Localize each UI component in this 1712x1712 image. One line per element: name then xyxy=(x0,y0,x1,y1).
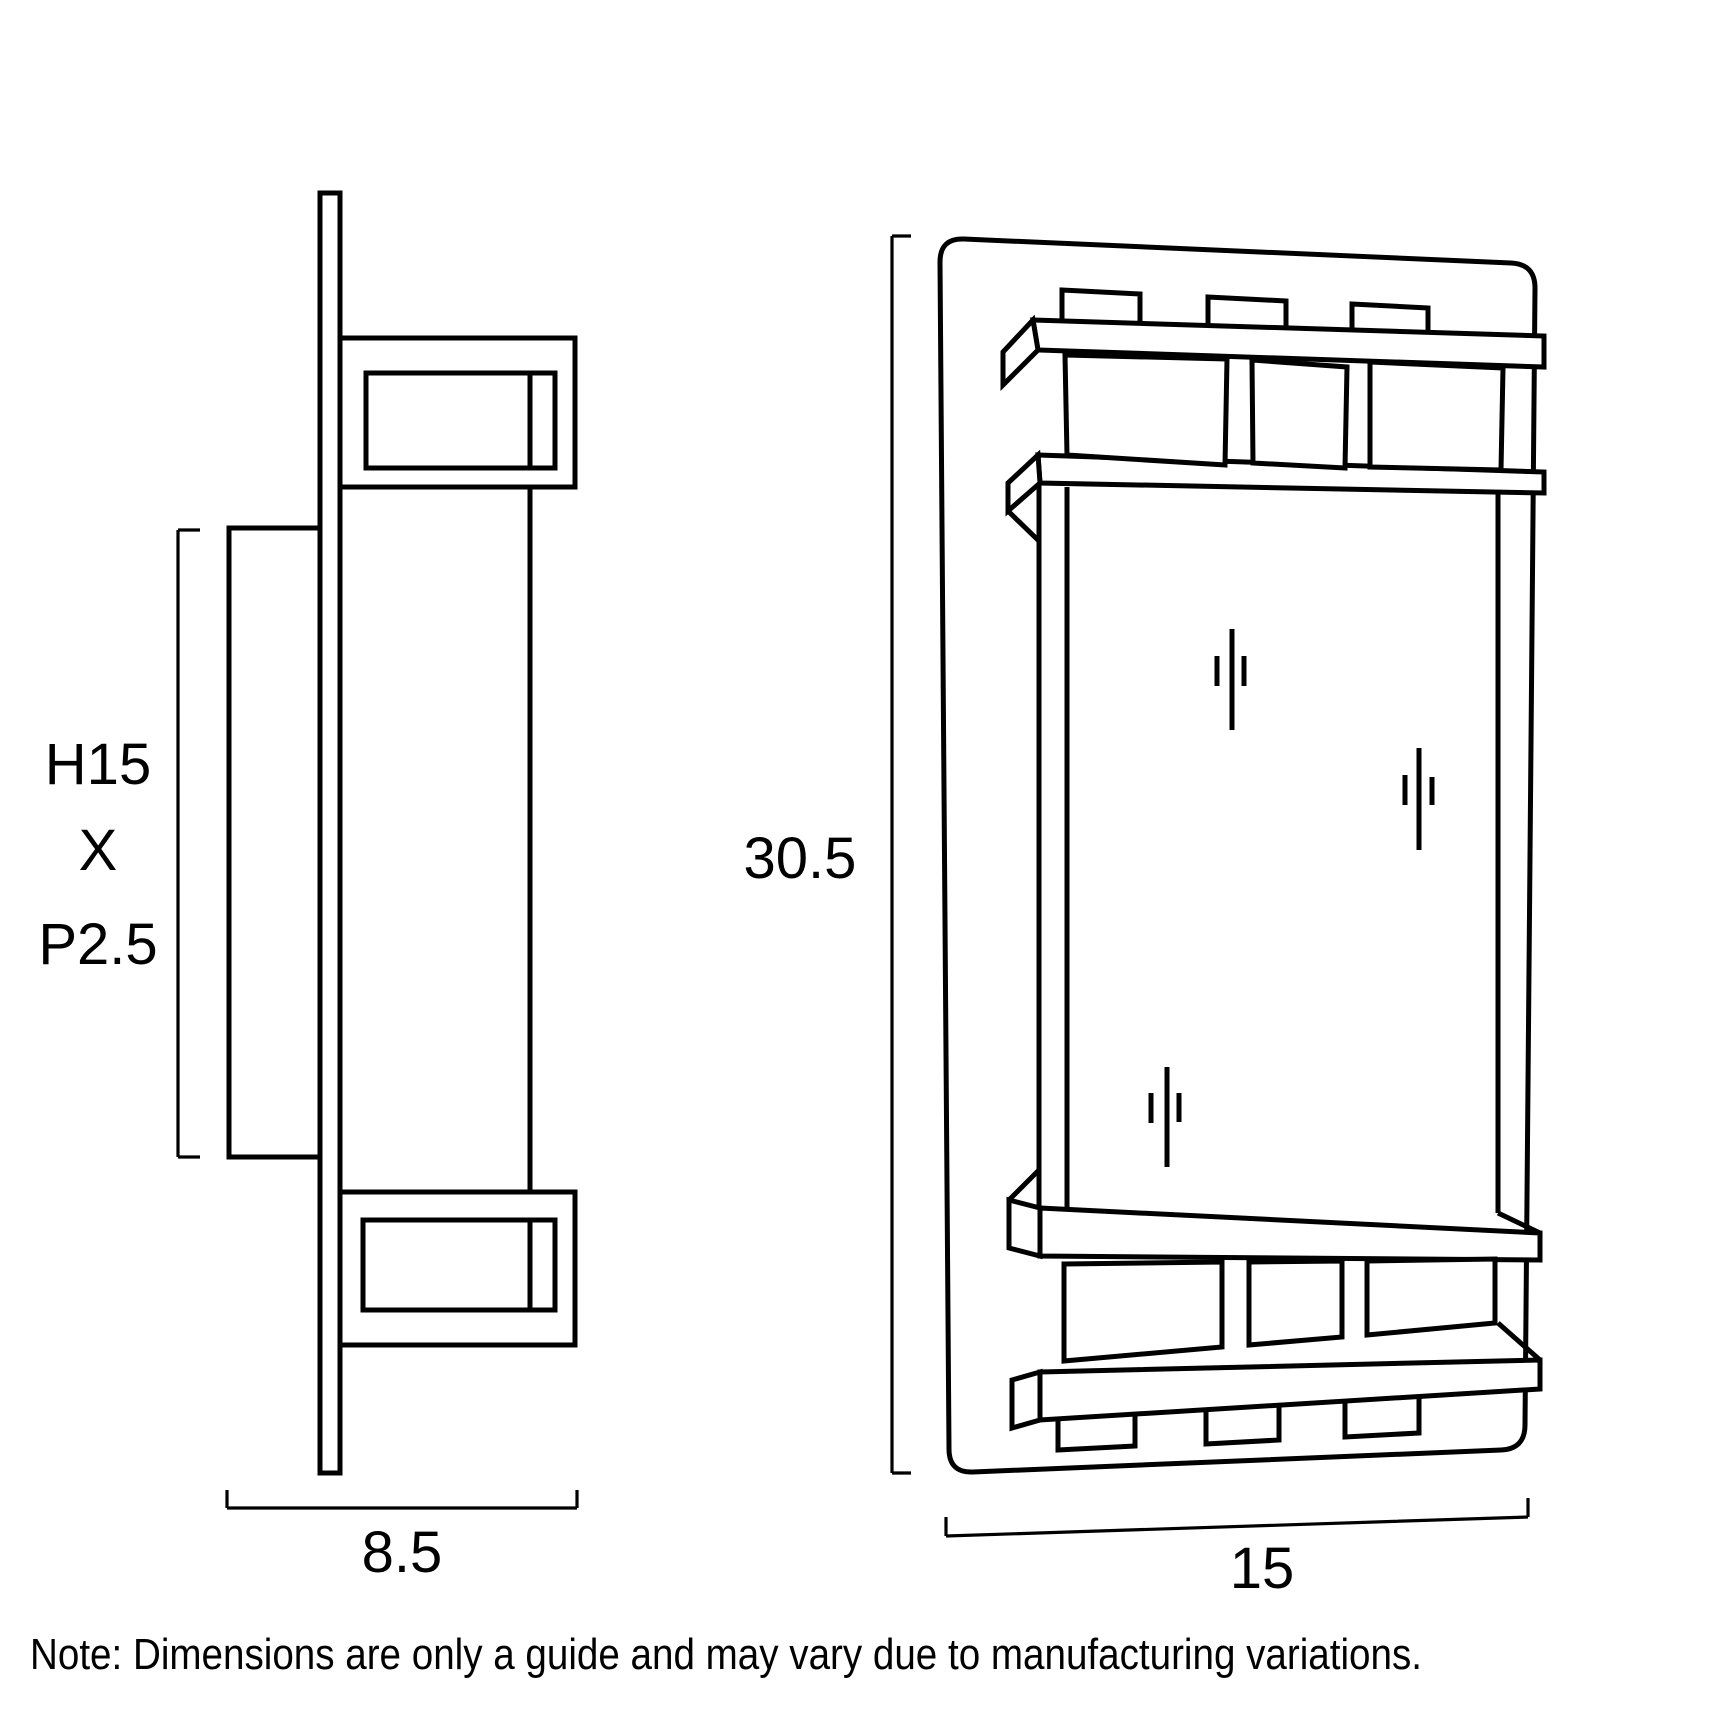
side-glass-panel xyxy=(226,525,323,1160)
side-wall-plate xyxy=(317,190,343,1476)
front-top-tab-1 xyxy=(1059,287,1143,325)
front-width-dimension-line xyxy=(944,1498,1530,1538)
front-bottom-opening-1 xyxy=(1061,1259,1225,1364)
front-bottom-tab-1 xyxy=(1055,1414,1138,1453)
front-backplate xyxy=(937,236,1538,1475)
front-top-opening-1 xyxy=(1062,352,1230,468)
dimensions-note: Note: Dimensions are only a guide and ma… xyxy=(30,1630,1422,1679)
side-top-bracket-outer xyxy=(337,335,578,490)
front-bottom-tab-2 xyxy=(1203,1406,1282,1447)
front-bottom-rail-right-depth-edge xyxy=(1496,1321,1542,1362)
side-glass-height-label: H15 xyxy=(45,732,151,797)
front-bottom-tab-3 xyxy=(1342,1397,1422,1440)
front-bottom-rail-left-cap xyxy=(1009,1368,1043,1432)
side-width-dimension-line xyxy=(225,1490,579,1510)
side-bottom-bracket-inner xyxy=(360,1217,558,1313)
front-bottom-left-depth-edge xyxy=(1007,1168,1041,1202)
side-top-bracket-inner xyxy=(363,370,558,471)
front-top-rail-left-cap xyxy=(1000,314,1041,392)
side-view: H15 X P2.5 8.5 xyxy=(38,190,579,1585)
side-glass-dimension-line xyxy=(176,528,200,1159)
front-top-opening-3 xyxy=(1367,359,1506,473)
front-bottom-opening-2 xyxy=(1246,1258,1345,1348)
front-top-opening-2 xyxy=(1249,357,1350,471)
glass-shine-mark-2 xyxy=(1402,748,1435,850)
side-glass-depth-label: P2.5 xyxy=(38,912,157,977)
front-bottom-opening-3 xyxy=(1364,1256,1498,1338)
side-glass-multiply-label: X xyxy=(79,818,118,883)
front-bottom-strip-right-depth-edge xyxy=(1496,1210,1542,1236)
front-top-tab-2 xyxy=(1205,294,1289,328)
front-width-label: 15 xyxy=(1230,1536,1295,1601)
front-height-label: 30.5 xyxy=(744,826,857,891)
front-bottom-strip-left-cap xyxy=(1006,1196,1043,1260)
front-height-dimension-line xyxy=(890,234,911,1475)
front-view: 30.5 15 xyxy=(744,234,1547,1601)
side-bottom-bracket-outer xyxy=(337,1189,578,1348)
front-top-left-depth-edge xyxy=(1006,509,1041,543)
front-top-tab-3 xyxy=(1349,301,1431,332)
side-width-label: 8.5 xyxy=(362,1520,443,1585)
glass-shine-mark-3 xyxy=(1148,1067,1182,1167)
glass-shine-mark-1 xyxy=(1214,629,1247,730)
